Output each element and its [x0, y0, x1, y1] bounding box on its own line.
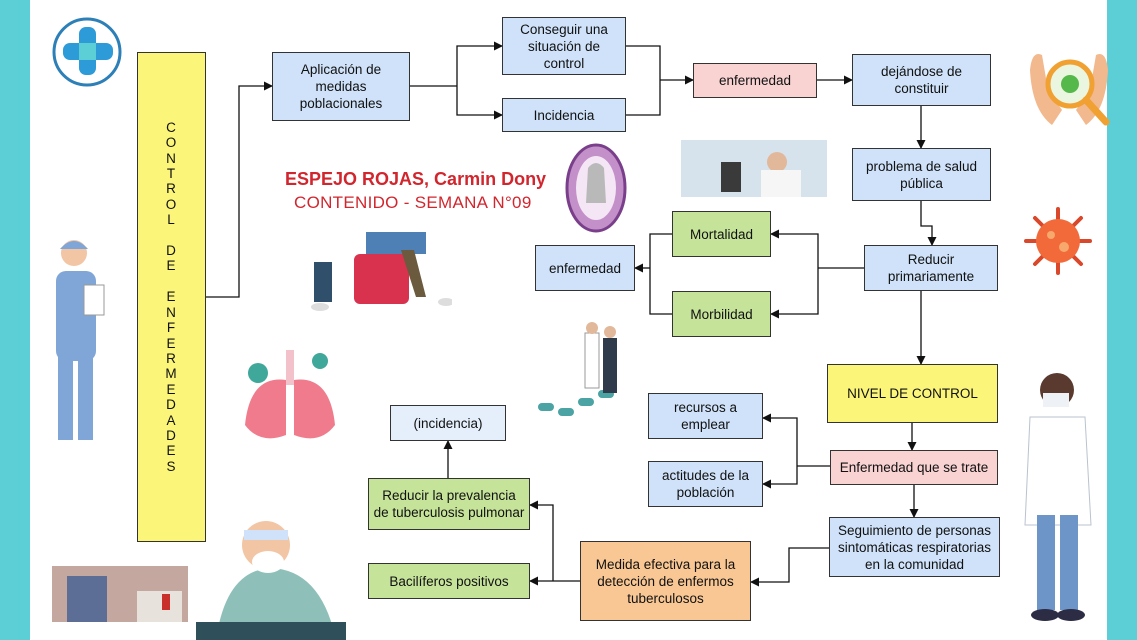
vertical-title-letter: T: [166, 166, 177, 182]
node-reducir-prevalencia: Reducir la prevalencia de tuberculosis p…: [368, 478, 530, 530]
node-enfermedad-top: enfermedad: [693, 63, 817, 98]
node-incidencia-paren: (incidencia): [390, 405, 506, 441]
node-baciliferos: Bacilíferos positivos: [368, 563, 530, 599]
node-incidencia: Incidencia: [502, 98, 626, 132]
vertical-title-letter: N: [166, 304, 177, 320]
node-seguimiento: Seguimiento de personas sintomáticas res…: [829, 517, 1000, 577]
doctor-illustration: [1024, 373, 1092, 621]
arrow-reducir-mortalidad: [770, 229, 819, 268]
virus-hands-magnifier-icon: [1030, 54, 1110, 126]
lab-worker-photo: [52, 566, 188, 622]
vertical-title-letter: [162, 228, 182, 243]
medical-cross-logo-icon: [52, 17, 122, 87]
vertical-title-letter: [162, 274, 182, 289]
vertical-title-letter: M: [165, 366, 178, 382]
lungs-virus-icon: [245, 350, 335, 439]
content-week: CONTENIDO - SEMANA N°09: [294, 193, 532, 212]
node-recursos: recursos a emplear: [648, 393, 763, 439]
vertical-title-letter: E: [166, 289, 177, 305]
vertical-title-letter: E: [166, 335, 177, 351]
arrow-medida-reducirprev: [529, 500, 554, 581]
vertical-title-letter: C: [166, 119, 177, 135]
pills-doctors-illustration: [538, 322, 617, 416]
node-problema: problema de salud pública: [852, 148, 991, 201]
vertical-title-letter: R: [166, 181, 177, 197]
node-nivel-control: NIVEL DE CONTROL: [827, 364, 998, 423]
node-dejandose: dejándose de constituir: [852, 54, 991, 106]
node-actitudes: actitudes de la población: [648, 461, 763, 507]
vertical-title-letter: O: [165, 135, 178, 151]
sick-patient-illustration: [196, 521, 346, 640]
node-conseguir: Conseguir una situación de control: [502, 17, 626, 75]
nurse-illustration: [56, 240, 105, 440]
node-enfermedad-trate: Enfermedad que se trate: [830, 450, 998, 485]
patient-chair-illustration: [311, 232, 452, 311]
node-reducir-primariamente: Reducir primariamente: [864, 245, 998, 291]
vertical-title-letter: A: [166, 412, 177, 428]
arrow-trate-recursos: [762, 413, 798, 466]
node-medida-efectiva: Medida efectiva para la detección de enf…: [580, 541, 751, 621]
arrow-aplicacion-incidencia: [456, 86, 503, 120]
vertical-title-letter: N: [166, 150, 177, 166]
arrow-reducir-morbilidad: [770, 268, 819, 319]
vertical-title-letter: O: [165, 196, 178, 212]
vertical-title-letter: E: [166, 258, 177, 274]
arrow-seguimiento-medida: [750, 547, 829, 587]
vertical-title-letter: E: [166, 443, 177, 459]
node-aplicacion: Aplicación de medidas poblacionales: [272, 52, 410, 121]
virus-icon: [1024, 207, 1092, 275]
vertical-title-letter: D: [166, 243, 177, 259]
node-morbilidad: Morbilidad: [672, 291, 771, 337]
arrow-trate-actitudes: [762, 466, 798, 489]
node-enfermedad-left: enfermedad: [535, 245, 635, 291]
node-mortalidad: Mortalidad: [672, 211, 771, 257]
author-name: ESPEJO ROJAS, Carmin Dony: [285, 169, 547, 189]
vertical-title-letter: R: [166, 350, 177, 366]
vertical-title-letter: E: [166, 381, 177, 397]
vertical-title-letter: F: [166, 320, 177, 336]
lab-microscope-photo: [681, 140, 827, 197]
arrow-title-aplicacion: [206, 81, 273, 298]
arrow-aplicacion-conseguir: [456, 41, 503, 86]
vertical-title-letter: S: [166, 458, 177, 474]
arrow-problema-reducir: [920, 201, 937, 246]
vertical-title-letter: D: [166, 427, 177, 443]
vertical-title-letter: L: [167, 212, 176, 228]
university-seal-image: [565, 143, 627, 233]
vertical-title-letter: D: [166, 397, 177, 413]
